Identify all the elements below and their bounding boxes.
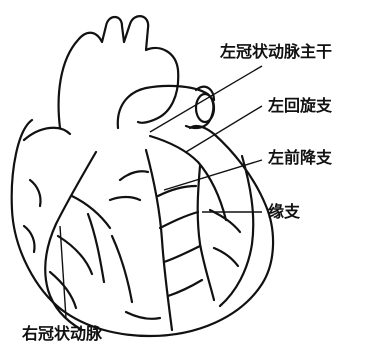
label-marginal-branch: 缘支 bbox=[268, 204, 300, 220]
circumflex-artery bbox=[150, 136, 226, 220]
label-left-main-coronary: 左冠状动脉主干 bbox=[220, 44, 332, 60]
right-border bbox=[220, 156, 253, 306]
label-right-coronary: 右冠状动脉 bbox=[22, 326, 102, 342]
pulmonary-trunk bbox=[118, 86, 214, 128]
right-coronary-artery bbox=[45, 152, 96, 330]
heart-outline bbox=[12, 120, 273, 336]
label-circumflex: 左回旋支 bbox=[268, 98, 332, 114]
label-anterior-descending: 左前降支 bbox=[268, 150, 332, 166]
left-atrium-edge bbox=[24, 128, 70, 140]
lad-artery bbox=[146, 150, 172, 330]
vessel-stub bbox=[196, 94, 214, 122]
